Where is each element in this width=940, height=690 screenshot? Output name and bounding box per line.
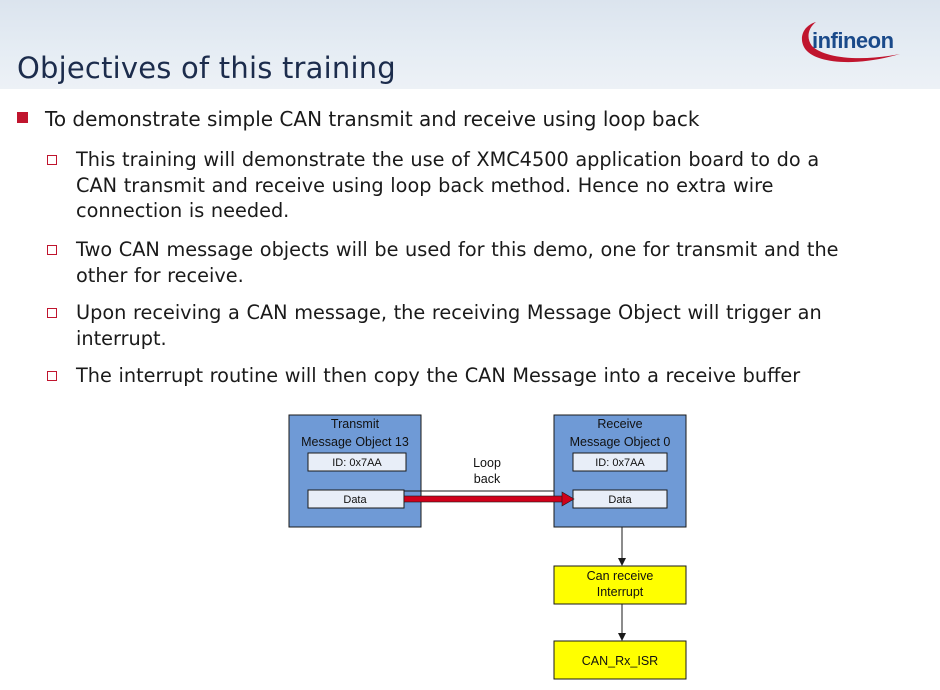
interrupt-label-2: Interrupt bbox=[597, 585, 644, 599]
slide-header bbox=[0, 0, 940, 89]
transmit-title: Transmit bbox=[331, 417, 380, 431]
sub-bullet-1-line-1: This training will demonstrate the use o… bbox=[76, 148, 820, 171]
receive-subtitle: Message Object 0 bbox=[570, 435, 671, 449]
transmit-id-field bbox=[307, 452, 407, 472]
sub-bullet-1-line-3: connection is needed. bbox=[76, 199, 290, 222]
slide-title: Objectives of this training bbox=[17, 51, 396, 85]
sub-bullet-2-line-2: other for receive. bbox=[76, 263, 244, 287]
loopback-red-arrow-shaft bbox=[403, 495, 565, 503]
receive-id-text: ID: 0x7AA bbox=[595, 457, 645, 469]
sub-bullet-1: This training will demonstrate the use o… bbox=[76, 147, 936, 224]
sub-bullet-square-icon bbox=[47, 155, 57, 165]
sub-bullet-4-line-1: The interrupt routine will then copy the… bbox=[76, 364, 801, 387]
sub-bullet-1-line-2: CAN transmit and receive using loop back… bbox=[76, 173, 774, 197]
receive-to-interrupt-arrow-head bbox=[618, 558, 626, 566]
receive-data-text: Data bbox=[608, 494, 632, 506]
sub-bullet-3: Upon receiving a CAN message, the receiv… bbox=[76, 300, 936, 351]
loopback-red-arrow-head bbox=[561, 491, 575, 507]
sub-bullet-square-icon bbox=[47, 245, 57, 255]
sub-bullet-2: Two CAN message objects will be used for… bbox=[76, 237, 936, 288]
sub-bullet-3-line-2: interrupt. bbox=[76, 326, 167, 350]
isr-label: CAN_Rx_ISR bbox=[582, 654, 658, 668]
sub-bullet-square-icon bbox=[47, 371, 57, 381]
transmit-id-text: ID: 0x7AA bbox=[332, 457, 382, 469]
loopback-label-2: back bbox=[474, 472, 501, 486]
sub-bullet-2-line-1: Two CAN message objects will be used for… bbox=[76, 238, 839, 261]
transmit-subtitle: Message Object 13 bbox=[301, 435, 409, 449]
receive-id-field bbox=[572, 452, 668, 472]
receive-title: Receive bbox=[597, 417, 642, 431]
sub-bullet-4: The interrupt routine will then copy the… bbox=[76, 363, 936, 389]
interrupt-label-1: Can receive bbox=[587, 569, 654, 583]
interrupt-to-isr-arrow-head bbox=[618, 633, 626, 641]
infineon-logo: infineon bbox=[801, 22, 900, 63]
can-receive-interrupt-box bbox=[553, 565, 687, 605]
can-rx-isr-box bbox=[553, 640, 687, 680]
logo-swoosh bbox=[801, 22, 900, 63]
loopback-label-1: Loop bbox=[473, 456, 501, 470]
main-bullet-text: To demonstrate simple CAN transmit and r… bbox=[45, 107, 700, 131]
transmit-data-text: Data bbox=[343, 494, 367, 506]
bullet-square-icon bbox=[17, 112, 28, 123]
sub-bullet-square-icon bbox=[47, 308, 57, 318]
sub-bullet-3-line-1: Upon receiving a CAN message, the receiv… bbox=[76, 301, 822, 324]
logo-text: infineon bbox=[812, 28, 894, 53]
